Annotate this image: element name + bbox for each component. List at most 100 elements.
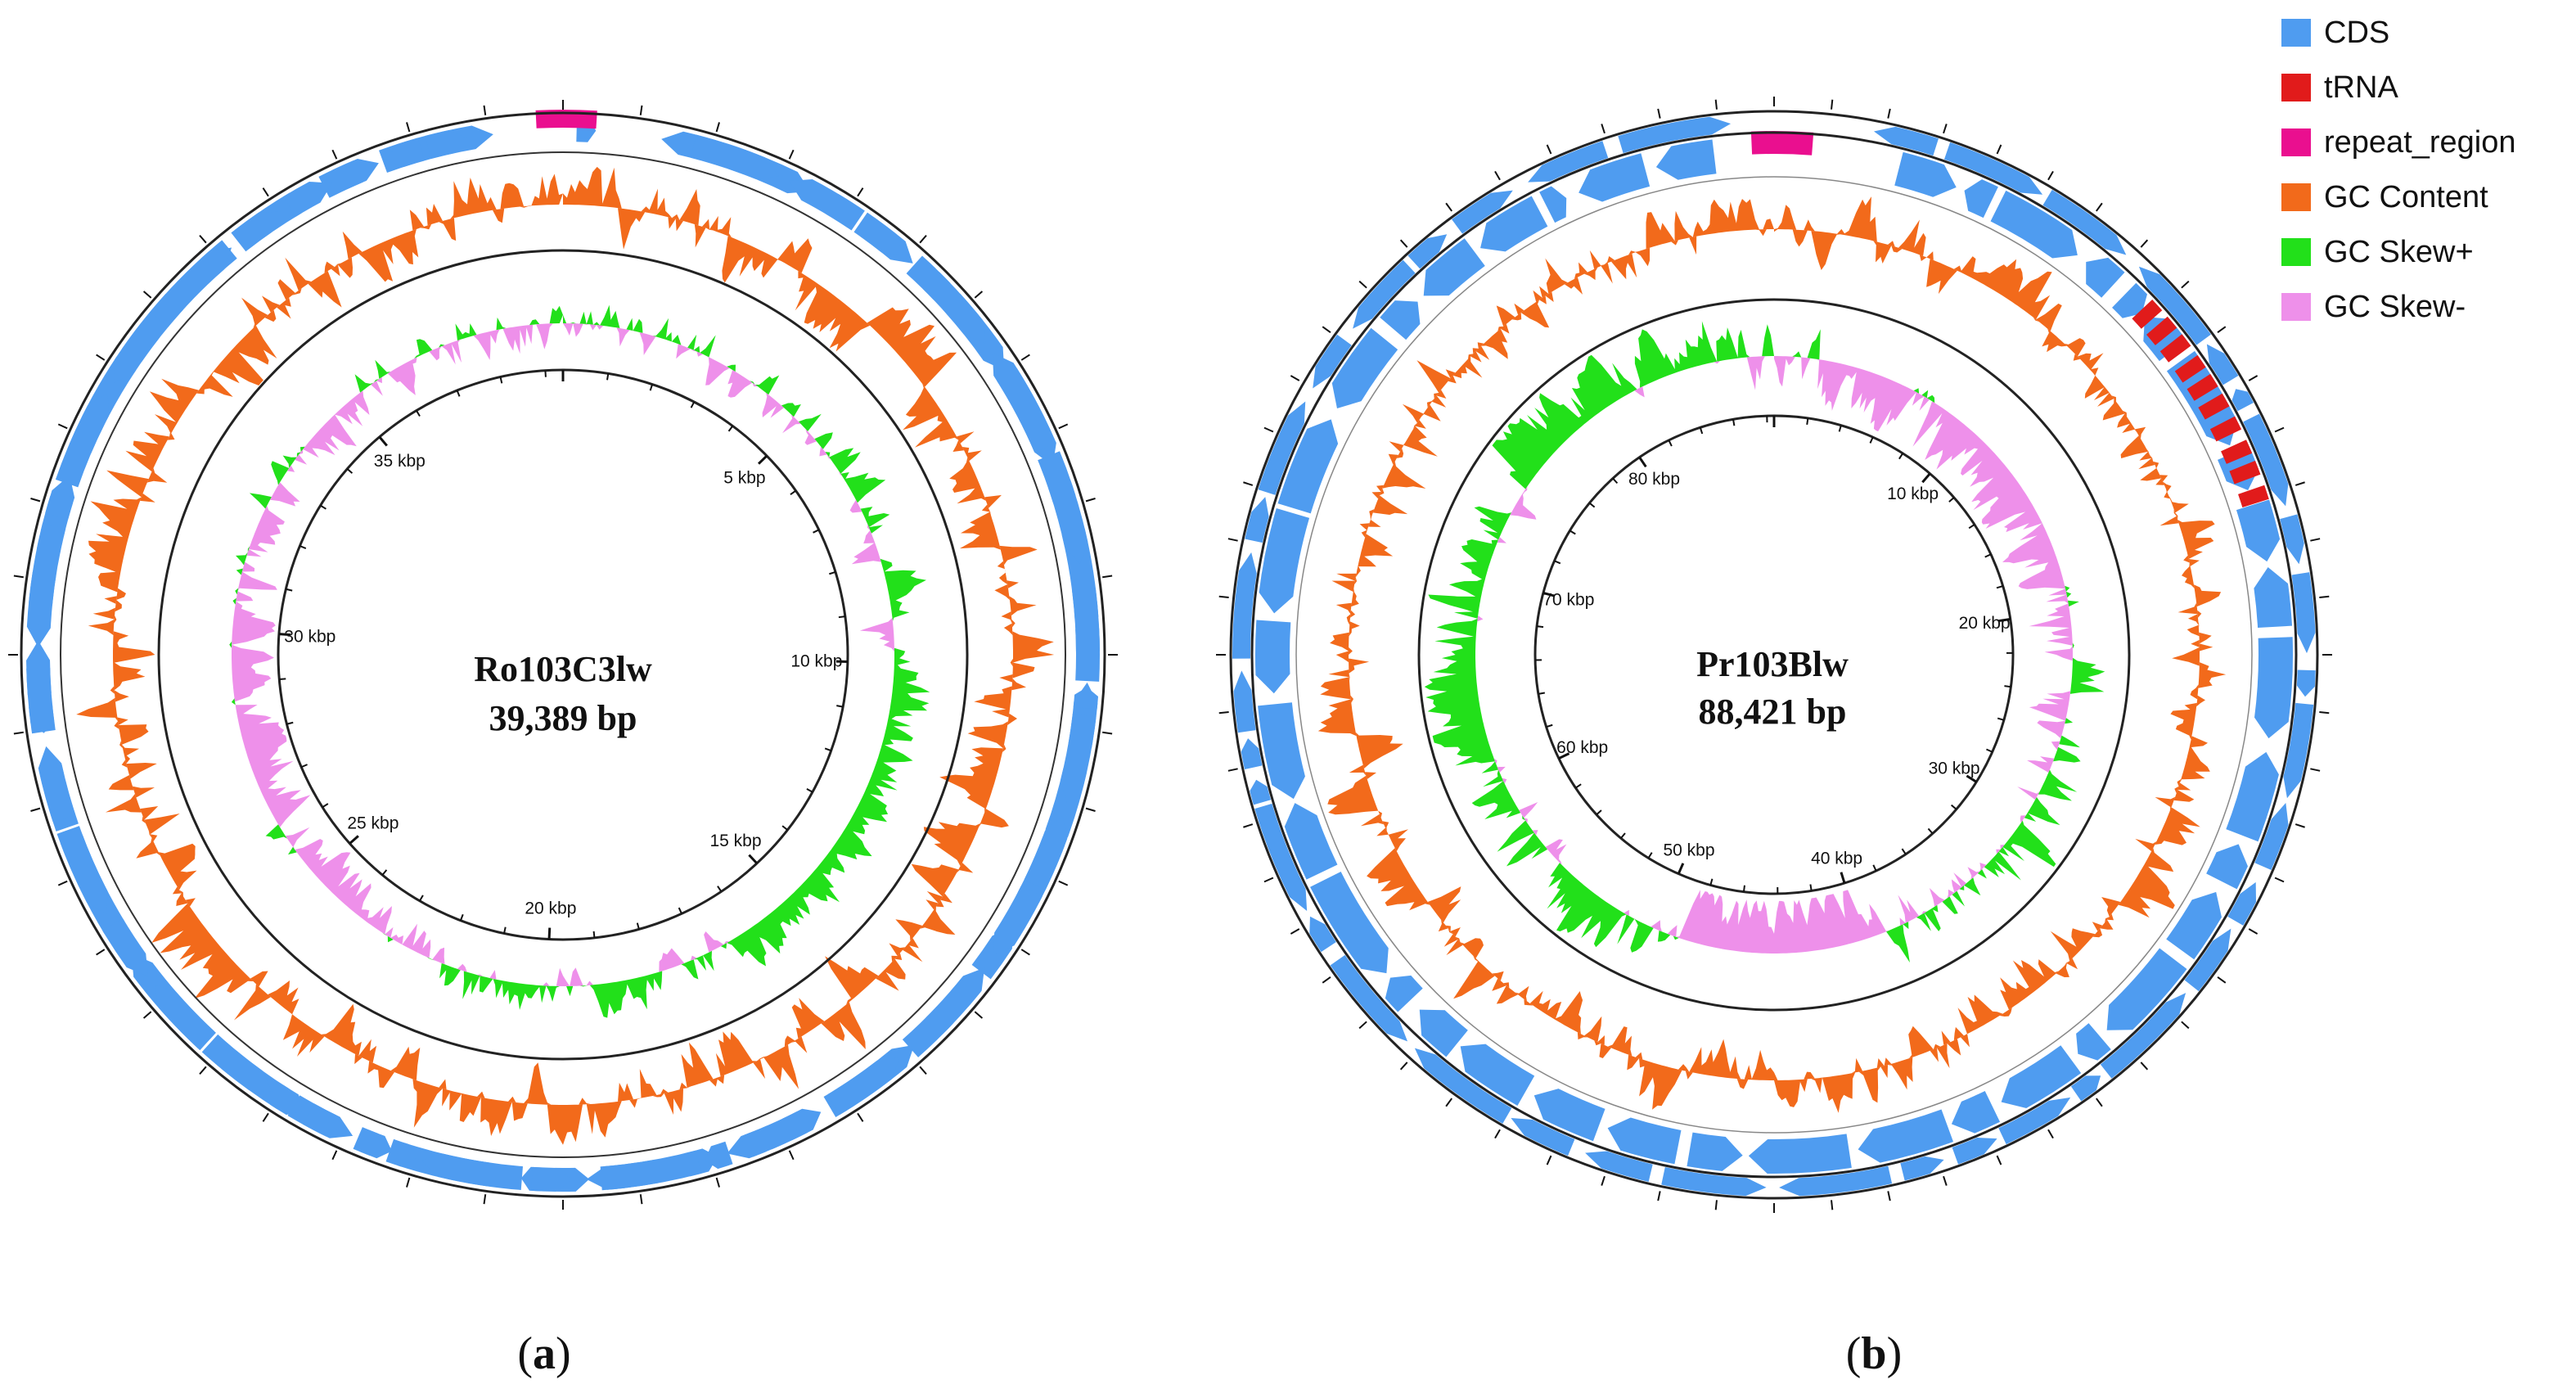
panel-b-cds-feature xyxy=(2184,928,2231,992)
panel-b-outer-tick xyxy=(1831,1200,1834,1210)
panel-a-outer-tick xyxy=(13,575,24,579)
legend-swatch-gc-skew-plus xyxy=(2281,238,2311,266)
panel-a-cds-feature xyxy=(1060,714,1097,803)
panel-b-scale-ticks xyxy=(1216,97,2332,1213)
panel-a-cds-feature xyxy=(705,1141,733,1170)
panel-b-cds-feature xyxy=(1255,620,1291,694)
panel-b-cds-feature xyxy=(1353,259,1416,329)
panel-a-scale-tick xyxy=(349,835,359,845)
panel-b-outer-tick xyxy=(1399,239,1408,248)
panel-b-scale-tick xyxy=(1806,417,1809,426)
panel-a-scale-tick xyxy=(781,825,789,831)
panel-b-tick-label: 70 kbp xyxy=(1542,591,1594,610)
panel-a-cds-feature xyxy=(906,255,986,344)
panel-a-cds-feature xyxy=(1024,815,1068,890)
panel-b-outer-tick xyxy=(1358,280,1367,289)
panel-b-scale-tick xyxy=(1638,456,1647,468)
panel-b-cds-feature xyxy=(1452,190,1513,234)
panel-b-cds-feature xyxy=(1258,702,1305,800)
panel-a-cds-feature xyxy=(586,1150,702,1190)
panel-b-scale-tick xyxy=(1840,872,1846,884)
panel-a-outer-tick xyxy=(199,1066,207,1075)
panel-b-genome-map: 10 kbp 20 kbp 30 kbp 40 kbp 50 kbp 60 kb… xyxy=(1216,97,2332,1379)
panel-b-outer-tick xyxy=(2047,1129,2054,1139)
panel-b-scale-tick xyxy=(1668,440,1673,447)
panel-a-outer-tick xyxy=(13,731,24,735)
panel-a-scale-tick xyxy=(636,922,640,930)
panel-a-tick-label: 20 kbp xyxy=(525,899,576,918)
panel-a-scale-tick xyxy=(499,376,503,384)
panel-a-tick-label: 35 kbp xyxy=(374,452,426,471)
legend-swatch-gc-skew-minus xyxy=(2281,293,2311,321)
panel-b-outer-tick xyxy=(1243,823,1254,828)
panel-a-scale-tick xyxy=(813,529,820,534)
panel-b-cds-feature xyxy=(2231,389,2254,412)
panel-b-outer-tick xyxy=(2096,202,2103,212)
panel-a-scale-tick xyxy=(547,927,552,940)
panel-b-outer-tick xyxy=(2140,239,2149,248)
panel-b-outer-tick xyxy=(2310,768,2321,772)
panel-a-ring xyxy=(20,111,1106,1198)
legend-label-repeat-region: repeat_region xyxy=(2324,125,2516,160)
panel-a-scale-tick xyxy=(727,425,734,432)
panel-b-cds-feature xyxy=(1331,327,1398,409)
legend: CDS tRNA repeat_region GC Content GC Ske… xyxy=(2281,16,2516,324)
panel-b-scale-tick xyxy=(1998,617,2011,623)
panel-b-outer-tick xyxy=(1399,1062,1408,1071)
panel-a-scale-tick xyxy=(322,803,329,809)
panel-b-ring-lines xyxy=(1229,110,2319,1200)
panel-a-outer-tick xyxy=(406,122,411,133)
panel-b-cds-feature xyxy=(2226,751,2279,842)
panel-b-cds-feature xyxy=(1943,142,2043,195)
panel-a-outer-tick xyxy=(1085,498,1096,503)
panel-a-scale-tick xyxy=(606,373,610,381)
panel-a-ring xyxy=(60,151,1066,1158)
panel-b-outer-tick xyxy=(2295,823,2305,828)
panel-b-cds-feature xyxy=(1585,1151,1653,1182)
panel-b-cds-feature xyxy=(2254,802,2289,871)
panel-a-outer-tick xyxy=(96,949,106,956)
panel-a-cds-feature xyxy=(29,522,66,624)
legend-label-cds: CDS xyxy=(2324,16,2389,50)
panel-a-scale-tick xyxy=(381,869,388,876)
panel-b-scale-tick xyxy=(1872,864,1877,872)
panel-b-scale-tick xyxy=(1699,426,1704,435)
panel-b-genome-length: 88,421 bp xyxy=(1699,692,1847,732)
panel-b-cds-feature xyxy=(2254,567,2293,629)
panel-b-outer-tick xyxy=(2140,1062,2149,1071)
panel-b-scale-tick xyxy=(1546,724,1553,728)
panel-a-cds-feature xyxy=(56,826,108,914)
panel-a-scale-tick xyxy=(503,926,507,934)
panel-b-outer-tick xyxy=(2310,538,2321,542)
panel-b-scale-tick xyxy=(1554,560,1561,565)
panel-a-outer-tick xyxy=(30,807,41,812)
panel-a-outer-tick xyxy=(142,1011,152,1019)
panel-b-ring xyxy=(1229,110,2319,1200)
panel-b-outer-tick xyxy=(1943,124,1948,134)
panel-a-outer-tick xyxy=(483,1194,487,1205)
panel-b-ring xyxy=(1295,176,2253,1134)
panel-b-cds-feature xyxy=(1284,803,1338,880)
panel-b-cds-feature xyxy=(2042,189,2127,255)
panel-a-cds-feature xyxy=(690,134,780,180)
panel-b-scale-tick xyxy=(1901,848,1907,855)
panel-a-genome-length: 39,389 bp xyxy=(489,698,637,738)
panel-a-scale-tick xyxy=(278,633,291,637)
panel-b-trna-mark xyxy=(2174,354,2206,383)
panel-b-outer-tick xyxy=(2217,976,2227,984)
panel-b-cds-feature xyxy=(2076,1023,2111,1061)
panel-b-cds-feature xyxy=(2206,344,2239,385)
panel-a-outer-tick xyxy=(715,1177,720,1188)
panel-a-cds-feature xyxy=(1038,451,1088,564)
panel-b-cds-forward-track xyxy=(1232,116,2316,1197)
panel-b-trna-track xyxy=(2132,300,2269,507)
panel-b-scale-tick xyxy=(1966,774,1978,783)
panel-b-cds-feature xyxy=(2086,257,2125,298)
panel-b-cds-feature xyxy=(1380,300,1421,340)
panel-a-cds-feature xyxy=(154,985,214,1049)
panel-b-cds-feature xyxy=(1951,1090,2001,1134)
panel-b-scale-tick xyxy=(1709,878,1714,886)
panel-a-scale-tick xyxy=(757,454,768,465)
panel-a-scale-tick xyxy=(717,886,723,892)
panel-a-scale-tick xyxy=(378,435,388,447)
